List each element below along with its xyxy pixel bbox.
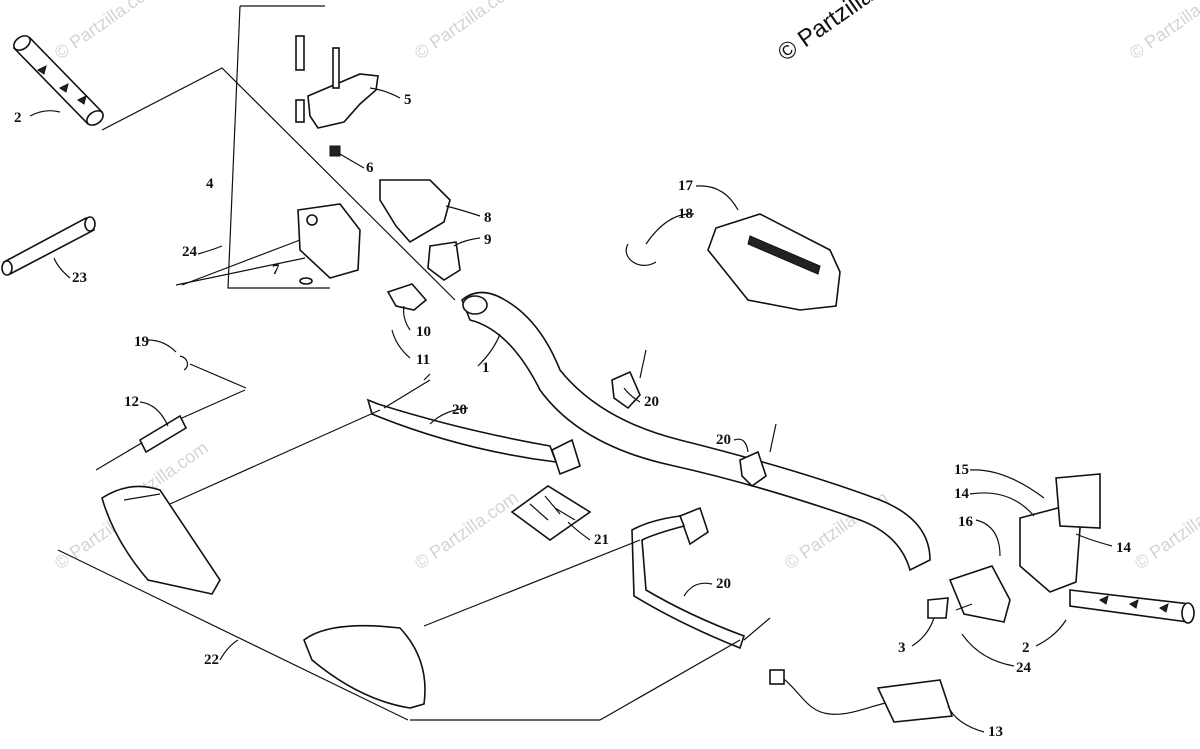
callout-8: 8 (484, 210, 492, 226)
callout-2-right: 2 (1022, 640, 1030, 656)
callout-14-right: 14 (1116, 540, 1132, 556)
mounting-hardware-kit (510, 485, 592, 541)
callout-5: 5 (404, 92, 412, 108)
callout-20-upper: 20 (644, 394, 659, 410)
watermark: © Partzilla.com (411, 0, 522, 63)
callout-14-top: 14 (954, 486, 970, 502)
callout-6: 6 (366, 160, 374, 176)
pad-retaining-clip (625, 243, 657, 266)
handlebar-pad (707, 213, 841, 311)
callout-17: 17 (678, 178, 694, 194)
right-hand-guard (57, 539, 741, 721)
throttle-assembly-bracket (101, 5, 456, 301)
callout-9: 9 (484, 232, 492, 248)
watermark: © Partzilla.com (1131, 487, 1200, 573)
callout-24-right: 24 (1016, 660, 1032, 676)
copyright-notice: © Partzilla.com (773, 0, 921, 67)
callout-20-left: 20 (452, 402, 467, 418)
callout-21: 21 (594, 532, 609, 548)
callout-13: 13 (988, 724, 1003, 740)
watermark: © Partzilla.com (51, 0, 162, 63)
callout-23: 23 (72, 270, 87, 286)
callout-2-left: 2 (14, 110, 22, 126)
watermark: © Partzilla.com (411, 487, 522, 573)
callout-12: 12 (124, 394, 139, 410)
callout-20-lower: 20 (716, 576, 731, 592)
callout-24-left: 24 (182, 244, 198, 260)
callout-4: 4 (206, 176, 214, 192)
callout-11: 11 (416, 352, 430, 368)
callout-19: 19 (134, 334, 149, 350)
callout-labels: 1 2 2 3 4 5 6 7 8 9 10 11 12 13 14 14 15… (14, 92, 1132, 740)
left-hand-guard (101, 409, 381, 595)
handlebar-tube-23 (1, 216, 96, 276)
heater-wire-harness (769, 669, 954, 723)
callout-20-mid: 20 (716, 432, 731, 448)
throttle-lever (295, 35, 379, 129)
callout-3: 3 (898, 640, 906, 656)
left-handlebar-grip (12, 35, 104, 126)
callout-1: 1 (482, 360, 490, 376)
throttle-housing (175, 145, 461, 311)
callout-15: 15 (954, 462, 969, 478)
callout-7: 7 (272, 262, 280, 278)
right-handlebar-grip (1069, 589, 1195, 624)
callout-22: 22 (204, 652, 219, 668)
main-handlebar (461, 291, 931, 572)
callout-10: 10 (416, 324, 431, 340)
left-handguard-brace (366, 373, 558, 463)
callout-16: 16 (958, 514, 974, 530)
watermark: © Partzilla.com (1126, 0, 1200, 63)
right-switch-housing (927, 473, 1101, 623)
throttle-cable (95, 355, 247, 471)
leader-lines (29, 87, 1113, 733)
right-handguard-brace (631, 515, 771, 650)
